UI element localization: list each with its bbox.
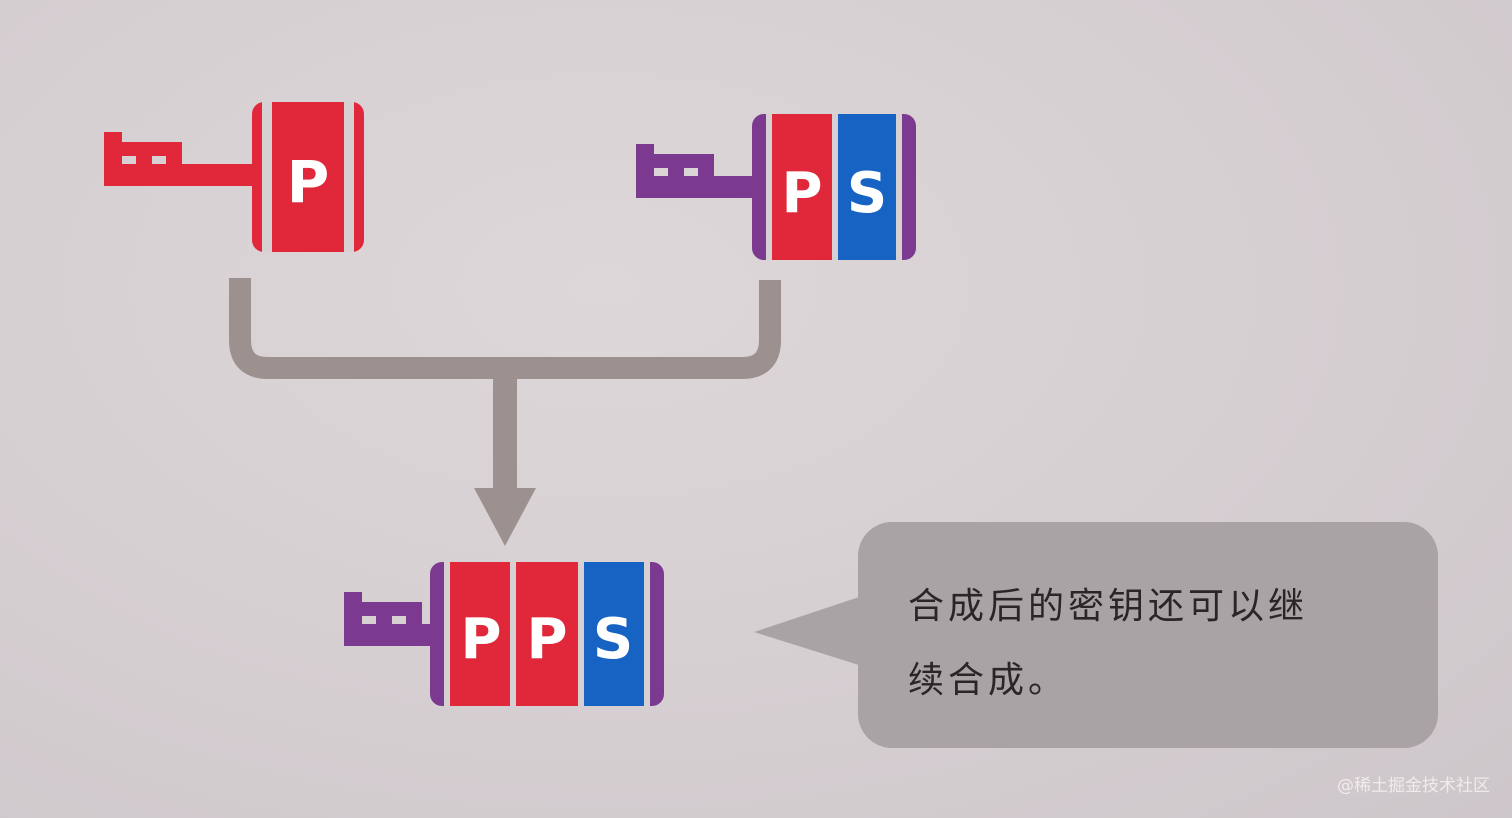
- key-ps-letter-p: P: [781, 161, 822, 226]
- merge-connector: [229, 278, 781, 546]
- key-pps-icon: P P S: [344, 562, 664, 706]
- watermark: @稀土掘金技术社区: [1337, 776, 1490, 796]
- bubble-text-line1: 合成后的密钥还可以继: [908, 586, 1308, 627]
- key-p-icon: P: [104, 102, 364, 252]
- speech-bubble: 合成后的密钥还可以继 续合成。: [754, 522, 1438, 748]
- key-ps-letter-s: S: [847, 161, 887, 226]
- key-ps-icon: P S: [636, 114, 916, 260]
- key-pps-letter-s: S: [593, 607, 633, 672]
- arrow-down-icon: [474, 488, 536, 546]
- key-pps-letter-p2: P: [526, 607, 567, 672]
- key-pps-letter-p1: P: [460, 607, 501, 672]
- bubble-text-line2: 续合成。: [908, 660, 1068, 701]
- key-p-letter: P: [287, 148, 330, 216]
